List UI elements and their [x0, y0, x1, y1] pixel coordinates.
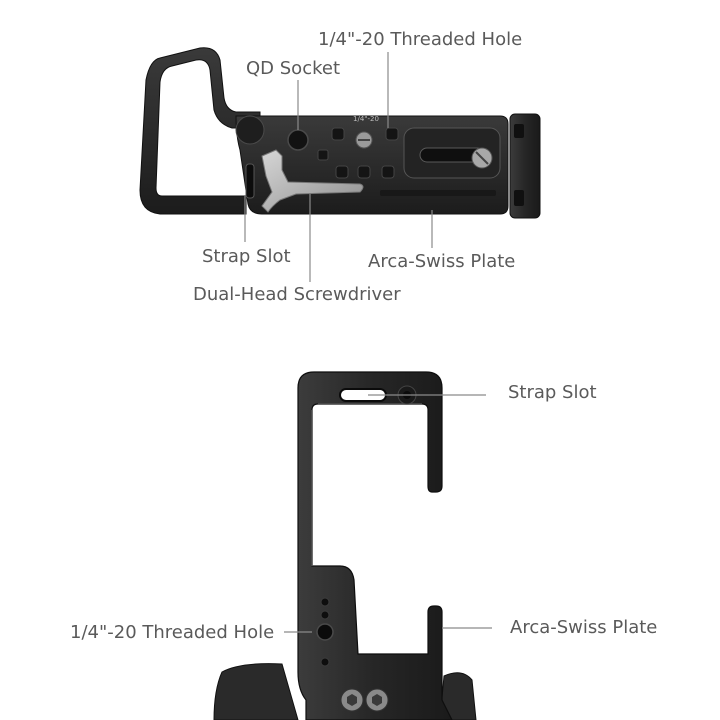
- camera-grip-hint: [213, 663, 299, 720]
- engraving-text: 1/4"-20: [353, 115, 379, 123]
- label-side-strap-slot: Strap Slot: [508, 382, 597, 403]
- label-top-threaded-hole: 1/4"-20 Threaded Hole: [318, 29, 523, 50]
- label-top-screwdriver: Dual-Head Screwdriver: [193, 284, 401, 305]
- label-side-arca-swiss-plate: Arca-Swiss Plate: [510, 617, 658, 638]
- label-top-strap-slot: Strap Slot: [202, 246, 291, 267]
- qd-socket-hole: [287, 129, 309, 151]
- top-view-leader-lines: [244, 52, 433, 282]
- grip-frame: [139, 47, 261, 215]
- side-view-bracket: [213, 371, 477, 720]
- side-threaded-hole: [316, 623, 334, 641]
- label-side-threaded-hole: 1/4"-20 Threaded Hole: [70, 622, 275, 643]
- label-top-arca-swiss-plate: Arca-Swiss Plate: [368, 251, 516, 272]
- dual-head-screwdriver: [261, 149, 364, 213]
- vertical-plate: [297, 371, 453, 720]
- side-view-leader-lines: [284, 394, 492, 633]
- top-view-bracket: 1/4"-20: [139, 47, 541, 219]
- bottom-hex-screws: [340, 688, 389, 712]
- recess-grid: [317, 127, 399, 179]
- label-top-qd-socket: QD Socket: [246, 58, 340, 79]
